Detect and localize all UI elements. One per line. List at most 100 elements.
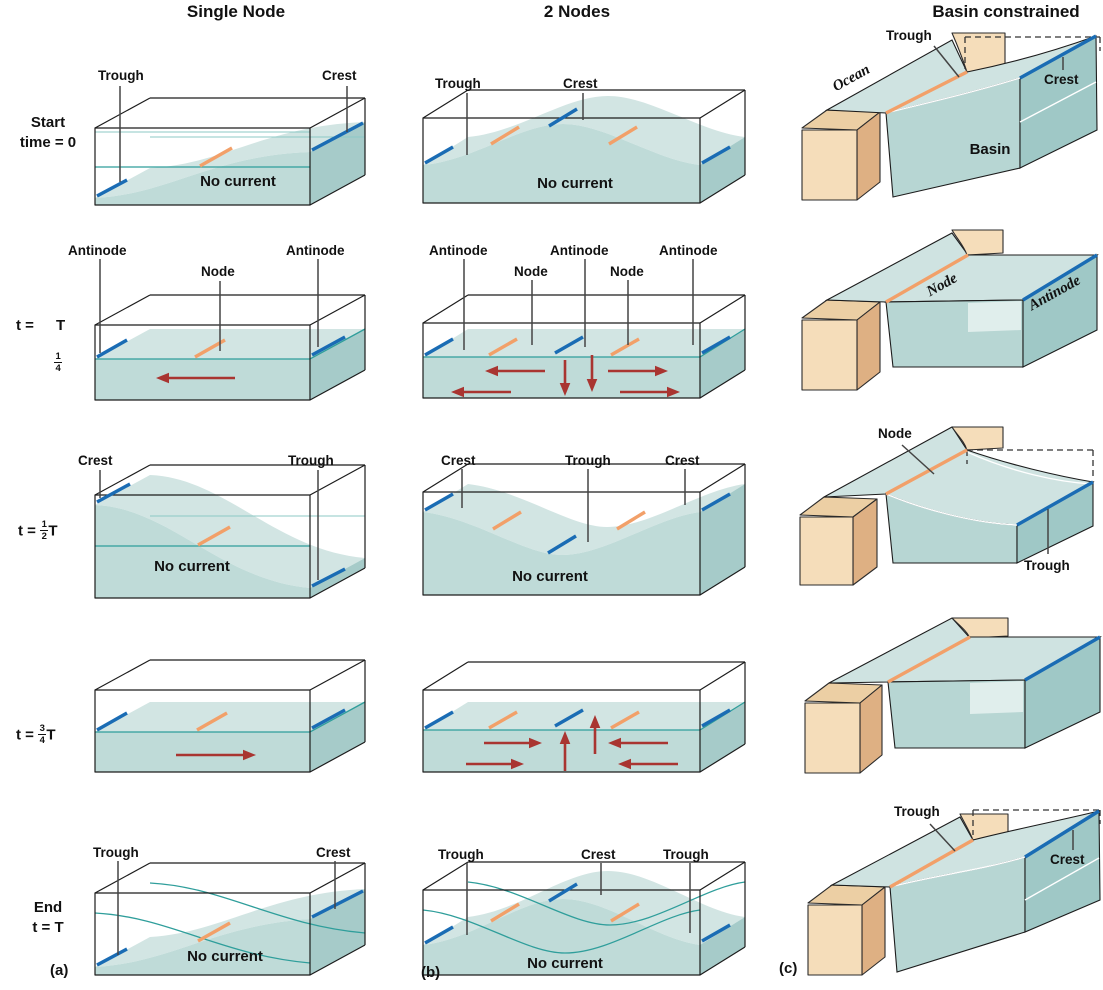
tank-frame xyxy=(94,97,366,206)
no-current-caption: No current xyxy=(200,173,276,190)
tank-frame xyxy=(94,659,366,773)
basin-water xyxy=(883,254,1099,368)
current-arrow-left xyxy=(156,372,235,384)
node-line-right xyxy=(610,337,640,357)
no-current-caption: No current xyxy=(187,948,263,965)
row-label-start-line2: time = 0 xyxy=(19,133,77,151)
antinode-line xyxy=(1022,253,1098,302)
basin-drawing-c3 xyxy=(799,426,1095,586)
node-line xyxy=(887,635,971,684)
crest-line-center xyxy=(548,107,578,128)
water xyxy=(423,96,745,203)
still-water-lines xyxy=(95,515,365,547)
node-label: Node xyxy=(201,264,235,279)
antinode-line-right xyxy=(311,335,346,357)
tank-drawing-a1 xyxy=(94,86,366,206)
panel-2-nodes-end: Trough Crest Trough No current xyxy=(405,815,750,990)
node-line-right xyxy=(608,125,638,146)
crest-label: Crest xyxy=(1044,72,1079,87)
trough-line-left xyxy=(424,925,454,945)
sand-notch xyxy=(951,426,1004,451)
row-label-end-line2: t = T xyxy=(32,918,64,936)
current-arrow-right xyxy=(176,749,256,761)
trough-line xyxy=(311,567,346,588)
antinode-center-label: Antinode xyxy=(550,243,609,258)
node-line-right xyxy=(610,902,640,923)
crest-line xyxy=(311,121,364,152)
water xyxy=(95,122,365,205)
sand-blocks xyxy=(801,109,881,201)
reference-dashes xyxy=(966,449,1094,480)
node-line-left xyxy=(488,337,518,357)
oscillation-envelope xyxy=(422,881,746,954)
tank-frame xyxy=(94,464,366,599)
antinode-line xyxy=(1024,635,1101,682)
crest-line-right xyxy=(701,492,731,512)
trough-label: Trough xyxy=(98,68,144,83)
still-water-lines xyxy=(95,131,365,168)
trough-line xyxy=(889,838,974,889)
trough-label: Trough xyxy=(1024,558,1070,573)
trough-right-label: Trough xyxy=(663,847,709,862)
node-line xyxy=(196,711,228,732)
panel-2-nodes-three-quarter xyxy=(405,630,750,792)
sand-blocks xyxy=(801,299,881,391)
water xyxy=(423,484,745,595)
crest-line xyxy=(96,482,131,504)
trough-line-right xyxy=(701,145,731,165)
column-title-basin-constrained: Basin constrained xyxy=(932,2,1080,21)
antinode-line-center xyxy=(554,335,584,355)
crest-line-center xyxy=(548,882,578,903)
trough-line xyxy=(885,70,968,115)
node-line xyxy=(197,921,231,943)
sand-blocks xyxy=(807,884,886,976)
antinode-line-left xyxy=(424,337,454,357)
tank-drawing-b2 xyxy=(422,259,746,399)
node-line xyxy=(885,253,969,304)
tank-frame xyxy=(422,661,746,773)
trough-label: Trough xyxy=(886,28,932,43)
basin-drawing-c4 xyxy=(804,617,1103,774)
interior-step xyxy=(968,301,1021,332)
sand-blocks xyxy=(799,496,878,586)
trough-label: Trough xyxy=(894,804,940,819)
panel-single-node-quarter: Antinode Node Antinode xyxy=(60,235,390,410)
tank-drawing-b1 xyxy=(422,89,746,204)
row-label-start: Start time = 0 xyxy=(6,113,90,152)
row-label-end-line1: End xyxy=(33,899,63,916)
current-arrows xyxy=(466,715,678,771)
trough-line xyxy=(96,178,128,198)
node-line xyxy=(199,146,233,168)
current-arrows xyxy=(451,355,680,398)
panel-2-nodes-half: Crest Trough Crest No current xyxy=(405,430,750,612)
crest-left-label: Crest xyxy=(441,453,476,468)
crest-label: Crest xyxy=(78,453,113,468)
panel-basin-start: Ocean Trough Crest Basin xyxy=(762,25,1103,220)
tank-frame xyxy=(422,861,746,976)
crest-label: Crest xyxy=(581,847,616,862)
trough-left-label: Trough xyxy=(438,847,484,862)
tank-drawing-b5 xyxy=(422,861,746,976)
basin-water xyxy=(887,636,1103,749)
crest-right-label: Crest xyxy=(665,453,700,468)
node-line-left xyxy=(490,125,520,146)
panel-single-node-half: Crest Trough No current xyxy=(60,430,390,612)
antinode-line-left xyxy=(96,338,128,359)
column-title-2-nodes: 2 Nodes xyxy=(543,2,611,21)
antinode-line-right xyxy=(701,335,731,355)
panel-basin-half: Node Trough xyxy=(762,424,1103,616)
antinode-line-left xyxy=(424,710,454,730)
interior-step xyxy=(970,681,1023,714)
node-line xyxy=(197,525,231,547)
trough-line-left xyxy=(424,145,454,165)
trough-line xyxy=(1016,480,1094,527)
trough-label: Trough xyxy=(93,845,139,860)
basin-water xyxy=(884,449,1095,564)
tank-frame xyxy=(94,862,366,976)
no-current-caption: No current xyxy=(537,175,613,192)
node-right-label: Node xyxy=(610,264,644,279)
panel-basin-three-quarter xyxy=(762,616,1103,808)
trough-line xyxy=(96,947,128,967)
